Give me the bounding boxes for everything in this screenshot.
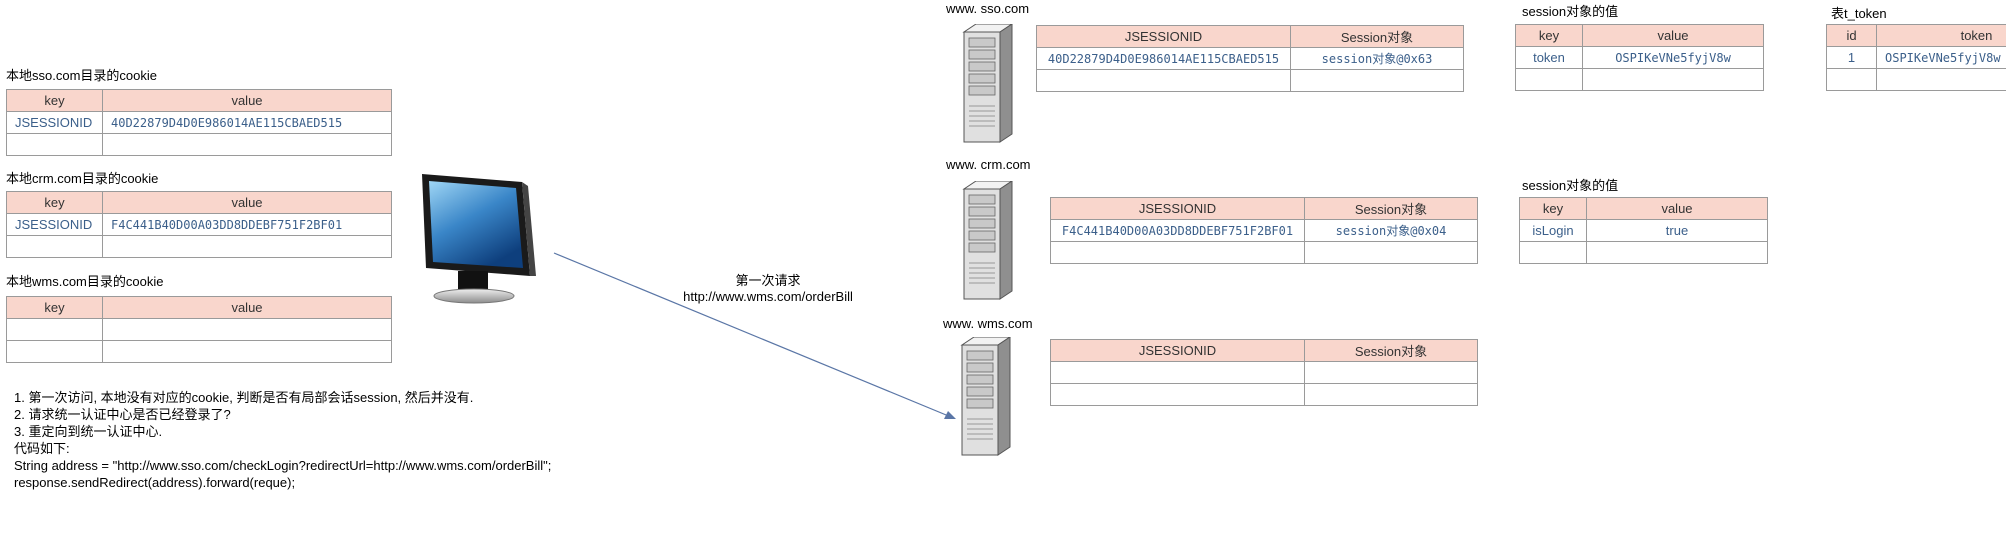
cookie-key: JSESSIONID <box>6 213 103 236</box>
jsessionid-cell <box>1036 69 1291 92</box>
header-key: key <box>1519 197 1587 220</box>
jsessionid-cell <box>1050 383 1305 406</box>
request-arrow <box>553 252 956 419</box>
header-value: value <box>1582 24 1764 47</box>
header-key: key <box>6 191 103 214</box>
crm-session-table: JSESSIONID Session对象 F4C441B40D00A03DD8D… <box>1050 197 1478 264</box>
cookie-value: F4C441B40D00A03DD8DDEBF751F2BF01 <box>102 213 392 236</box>
value-key <box>1515 68 1583 91</box>
session-cell: session对象@0x63 <box>1290 47 1464 70</box>
sso-session-table: JSESSIONID Session对象 40D22879D4D0E986014… <box>1036 25 1464 92</box>
token-table: id token 1 OSPIKeVNe5fyjV8w <box>1826 24 2006 91</box>
cookie-value <box>102 133 392 156</box>
header-value: value <box>102 89 392 112</box>
sso-session-values-table: key value token OSPIKeVNe5fyjV8w <box>1515 24 1764 91</box>
monitor-icon <box>422 174 536 304</box>
cookie-key <box>6 340 103 363</box>
note-line: 1. 第一次访问, 本地没有对应的cookie, 判断是否有局部会话sessio… <box>14 390 474 405</box>
token-value <box>1876 68 2006 91</box>
session-cell <box>1304 383 1478 406</box>
server-icon <box>960 337 1011 456</box>
notes-block: 1. 第一次访问, 本地没有对应的cookie, 判断是否有局部会话sessio… <box>14 389 551 491</box>
request-label-url: http://www.wms.com/orderBill <box>683 289 853 304</box>
cookie-key <box>6 133 103 156</box>
session-cell: session对象@0x04 <box>1304 219 1478 242</box>
token-table-clip: id token 1 OSPIKeVNe5fyjV8w <box>1826 24 2006 104</box>
session-cell <box>1304 361 1478 384</box>
crm-cookie-caption: 本地crm.com目录的cookie <box>6 171 159 186</box>
header-session: Session对象 <box>1304 197 1478 220</box>
sso-session-values-caption: session对象的值 <box>1522 4 1619 19</box>
header-key: key <box>1515 24 1583 47</box>
header-value: value <box>102 191 392 214</box>
crm-server-name: www. crm.com <box>946 157 1031 172</box>
header-key: key <box>6 89 103 112</box>
server-icon <box>962 24 1013 143</box>
note-line: response.sendRedirect(address).forward(r… <box>14 475 296 490</box>
header-id: id <box>1826 24 1877 47</box>
session-cell <box>1290 69 1464 92</box>
request-label-title: 第一次请求 <box>735 273 801 288</box>
token-id: 1 <box>1826 46 1877 69</box>
note-line: 代码如下: <box>14 441 70 456</box>
header-jsessionid: JSESSIONID <box>1036 25 1291 48</box>
crm-cookie-table: key value JSESSIONID F4C441B40D00A03DD8D… <box>6 191 392 258</box>
value-key: token <box>1515 46 1583 69</box>
cookie-value <box>102 340 392 363</box>
cookie-value <box>102 318 392 341</box>
wms-session-table: JSESSIONID Session对象 <box>1050 339 1478 406</box>
wms-cookie-caption: 本地wms.com目录的cookie <box>6 274 164 289</box>
wms-server-name: www. wms.com <box>943 316 1033 331</box>
header-session: Session对象 <box>1304 339 1478 362</box>
cookie-key <box>6 318 103 341</box>
cookie-value: 40D22879D4D0E986014AE115CBAED515 <box>102 111 392 134</box>
crm-session-values-table: key value isLogin true <box>1519 197 1768 264</box>
sso-cookie-table: key value JSESSIONID 40D22879D4D0E986014… <box>6 89 392 156</box>
jsessionid-cell <box>1050 361 1305 384</box>
session-cell <box>1304 241 1478 264</box>
cookie-key: JSESSIONID <box>6 111 103 134</box>
wms-cookie-table: key value <box>6 296 392 363</box>
value-value <box>1586 241 1768 264</box>
token-table-caption: 表t_token <box>1831 6 1887 21</box>
header-key: key <box>6 296 103 319</box>
request-label: 第一次请求 http://www.wms.com/orderBill <box>668 273 868 305</box>
note-line: String address = "http://www.sso.com/che… <box>14 458 552 473</box>
token-id <box>1826 68 1877 91</box>
cookie-value <box>102 235 392 258</box>
value-value: OSPIKeVNe5fyjV8w <box>1582 46 1764 69</box>
header-value: value <box>102 296 392 319</box>
header-jsessionid: JSESSIONID <box>1050 197 1305 220</box>
header-jsessionid: JSESSIONID <box>1050 339 1305 362</box>
cookie-key <box>6 235 103 258</box>
token-value: OSPIKeVNe5fyjV8w <box>1876 46 2006 69</box>
header-token: token <box>1876 24 2006 47</box>
value-value: true <box>1586 219 1768 242</box>
header-value: value <box>1586 197 1768 220</box>
header-session: Session对象 <box>1290 25 1464 48</box>
crm-session-values-caption: session对象的值 <box>1522 178 1619 193</box>
note-line: 2. 请求统一认证中心是否已经登录了? <box>14 407 231 422</box>
sso-cookie-caption: 本地sso.com目录的cookie <box>6 68 157 83</box>
value-value <box>1582 68 1764 91</box>
note-line: 3. 重定向到统一认证中心. <box>14 424 163 439</box>
value-key: isLogin <box>1519 219 1587 242</box>
jsessionid-cell: F4C441B40D00A03DD8DDEBF751F2BF01 <box>1050 219 1305 242</box>
jsessionid-cell <box>1050 241 1305 264</box>
value-key <box>1519 241 1587 264</box>
server-icon <box>962 181 1013 300</box>
sso-server-name: www. sso.com <box>946 1 1030 16</box>
jsessionid-cell: 40D22879D4D0E986014AE115CBAED515 <box>1036 47 1291 70</box>
